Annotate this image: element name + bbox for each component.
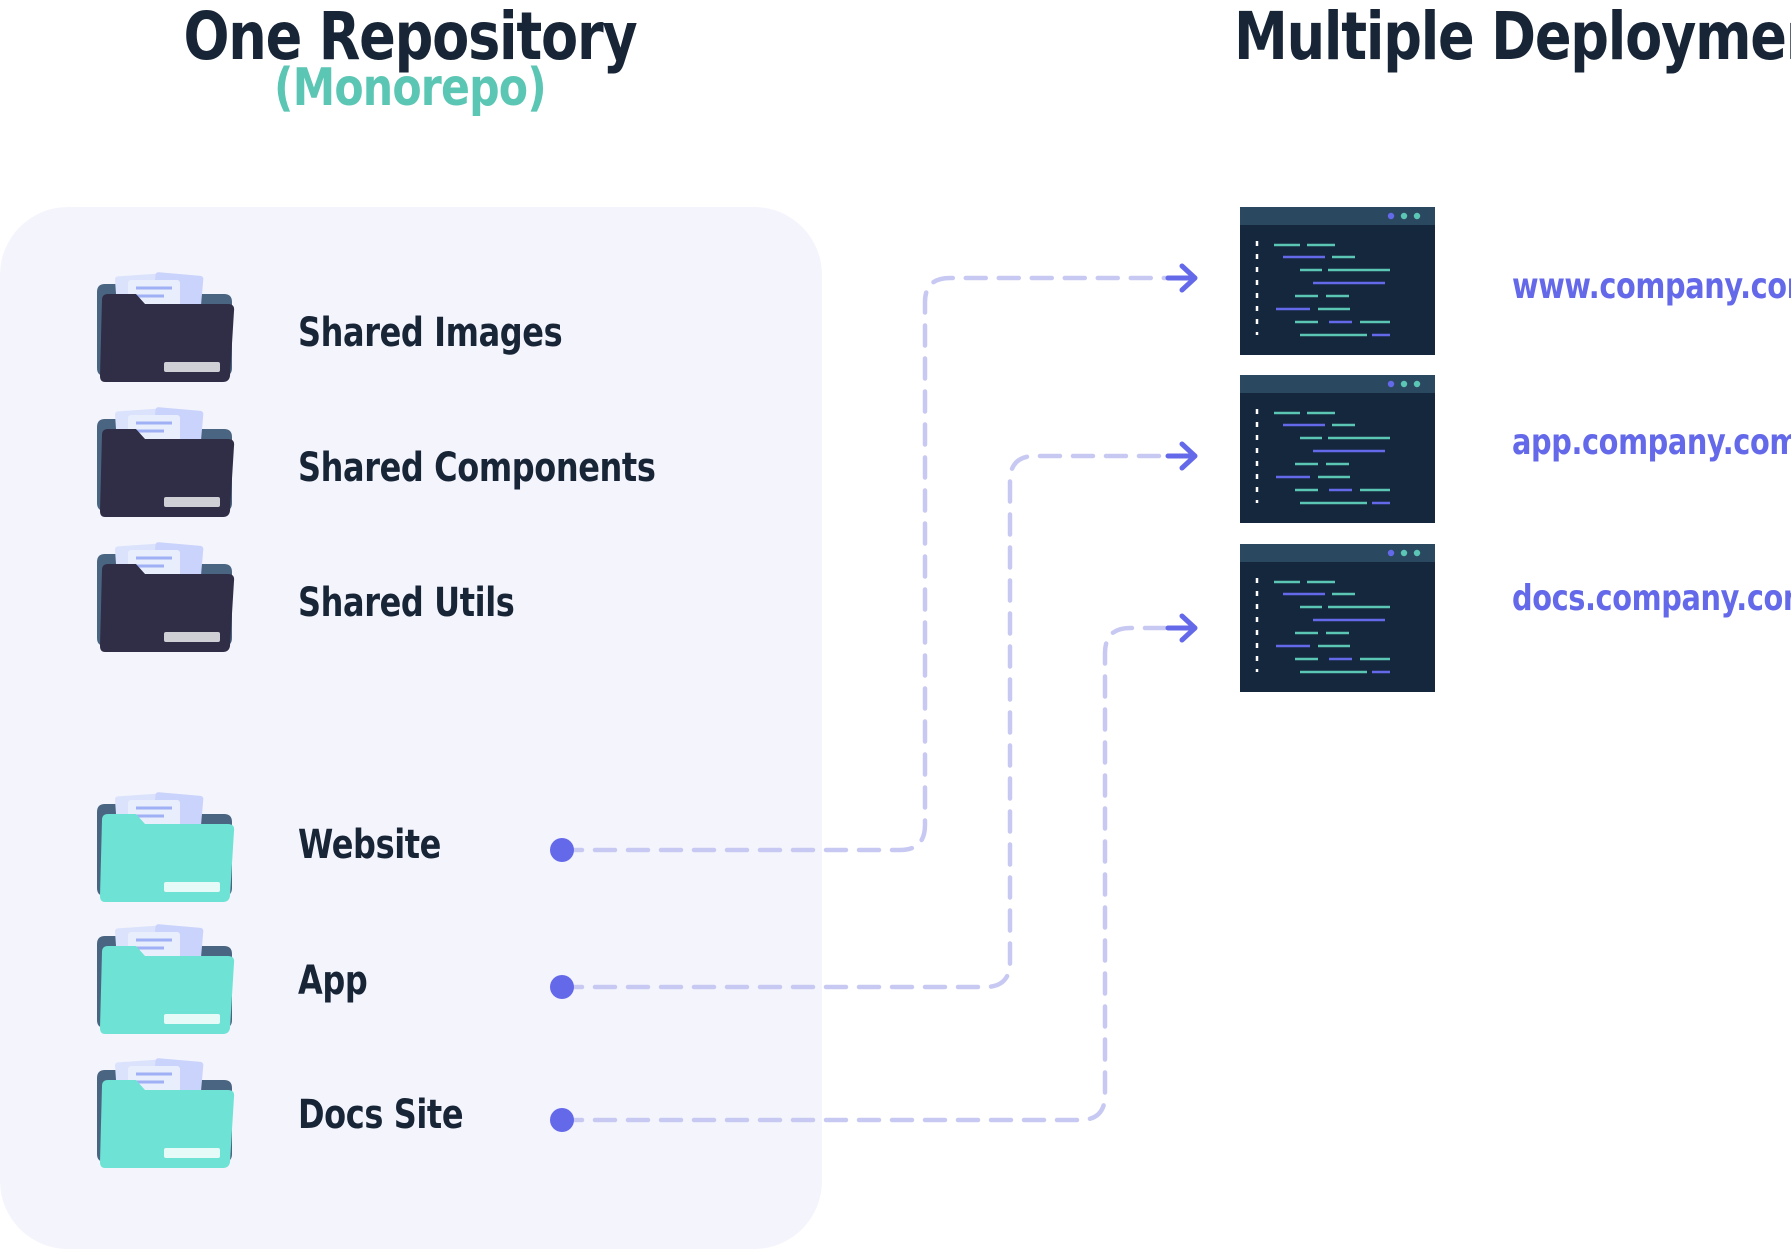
app-item-label: Website xyxy=(298,822,441,868)
folder-teal-icon xyxy=(92,790,238,904)
folder-teal-icon xyxy=(92,922,238,1036)
arrow-head-icon xyxy=(1165,441,1198,471)
connector-dot-app xyxy=(550,975,574,999)
app-item-label: App xyxy=(298,958,368,1004)
code-window-icon xyxy=(1240,544,1435,692)
app-item-label: Docs Site xyxy=(298,1092,464,1138)
left-column-title: One Repository xyxy=(183,0,638,75)
folder-dark-icon xyxy=(92,405,238,519)
deployment-domain-label: app.company.com xyxy=(1512,422,1791,463)
code-window-icon xyxy=(1240,375,1435,523)
code-window-icon xyxy=(1240,207,1435,355)
left-column-subtitle: (Monorepo) xyxy=(274,58,547,118)
shared-item-label: Shared Images xyxy=(298,310,563,356)
deployment-domain-label: docs.company.com xyxy=(1512,578,1791,619)
folder-dark-icon xyxy=(92,270,238,384)
shared-item-label: Shared Components xyxy=(298,445,656,491)
connector-dot-website xyxy=(550,838,574,862)
shared-item-label: Shared Utils xyxy=(298,580,515,626)
connector-dot-docs xyxy=(550,1108,574,1132)
folder-dark-icon xyxy=(92,540,238,654)
right-column-title: Multiple Deployments xyxy=(1234,0,1791,75)
arrow-head-icon xyxy=(1165,263,1198,293)
folder-teal-icon xyxy=(92,1056,238,1170)
arrow-head-icon xyxy=(1165,613,1198,643)
deployment-domain-label: www.company.com xyxy=(1512,266,1791,307)
